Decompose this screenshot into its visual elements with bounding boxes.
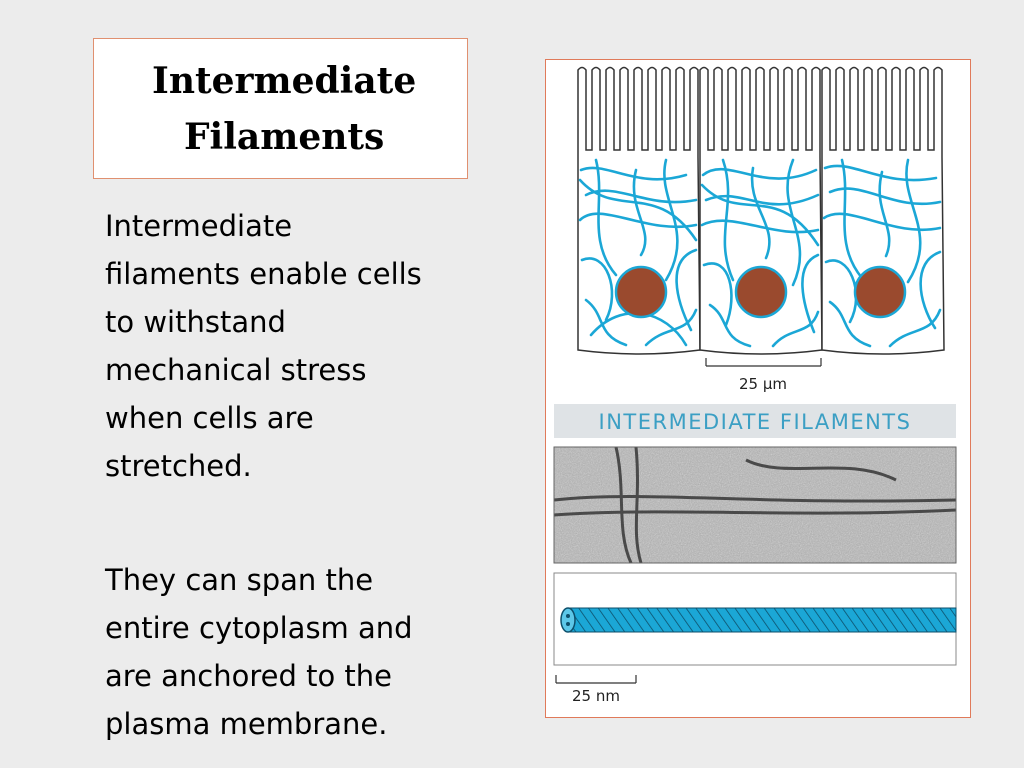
paragraph-2-line: entire cytoplasm and (105, 611, 413, 645)
cell (577, 66, 701, 355)
paragraph-1-line: filaments enable cells (105, 257, 422, 291)
scale-label-bottom: 25 nm (572, 687, 620, 705)
title-box: Intermediate Filaments (93, 38, 468, 179)
slide-title-line-1: Intermediate (152, 60, 417, 102)
paragraph-1-line: when cells are (105, 401, 314, 435)
paragraph-2: They can span the entire cytoplasm and a… (105, 556, 525, 748)
epithelial-cells (577, 66, 945, 355)
electron-micrograph (553, 446, 957, 564)
cell (821, 66, 945, 355)
intermediate-filaments-figure: 25 µm INTERMEDIATE FILAMENTS (553, 66, 957, 705)
scale-label-top: 25 µm (739, 375, 787, 393)
banner-background (554, 404, 956, 438)
paragraph-1-line: mechanical stress (105, 353, 367, 387)
paragraph-2-line: are anchored to the (105, 659, 393, 693)
paragraph-1-line: Intermediate (105, 209, 293, 243)
scale-bar-bottom (555, 675, 637, 684)
cell (699, 66, 823, 355)
banner-label: INTERMEDIATE FILAMENTS (599, 410, 912, 434)
filament-rope-diagram (553, 572, 957, 666)
figure-frame: 25 µm INTERMEDIATE FILAMENTS (545, 59, 971, 718)
paragraph-2-line: They can span the (105, 563, 374, 597)
paragraph-1: Intermediate filaments enable cells to w… (105, 202, 525, 490)
paragraph-2-line: plasma membrane. (105, 707, 388, 741)
slide-title-line-2: Filaments (184, 116, 385, 158)
scale-bar-top (705, 358, 822, 367)
paragraph-1-line: to withstand (105, 305, 286, 339)
paragraph-1-line: stretched. (105, 449, 252, 483)
